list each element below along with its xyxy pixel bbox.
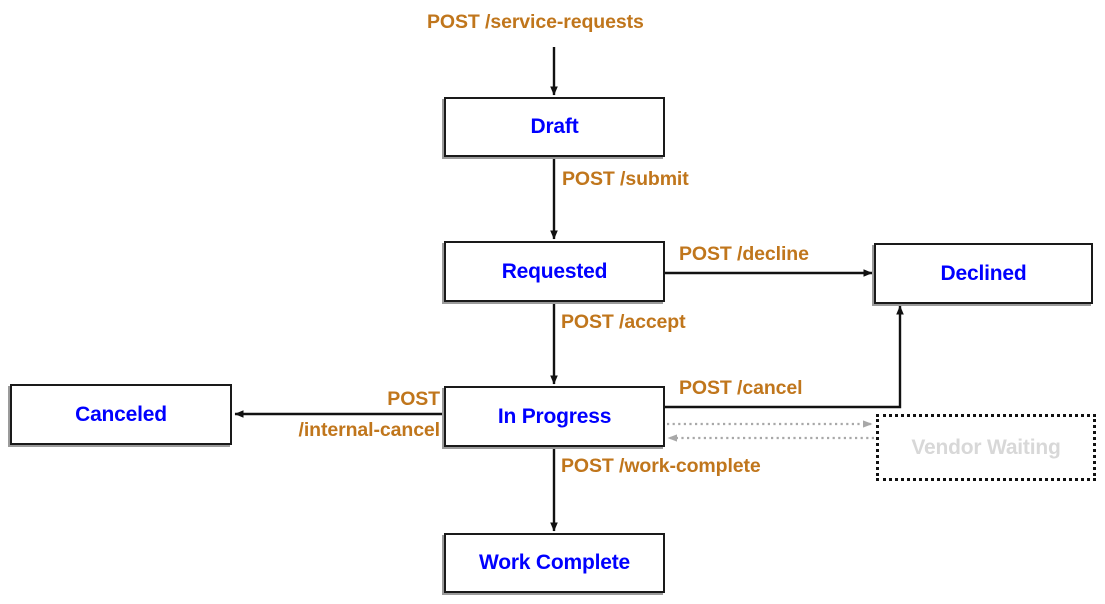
transition-label-cancel: POST /cancel [679,377,803,399]
transition-label-decline: POST /decline [679,243,809,265]
transition-label-internal-cancel-path: /internal-cancel [298,419,441,441]
state-label-declined: Declined [940,261,1027,285]
state-box-declined[interactable]: Declined [874,243,1093,304]
state-label-work-complete: Work Complete [478,551,631,574]
transition-label-internal-cancel-post: POST [387,388,440,410]
state-label-draft: Draft [530,115,579,138]
connector-cancel [665,305,904,409]
state-box-work-complete[interactable]: Work Complete [444,533,665,593]
state-box-vendor-waiting[interactable]: Vendor Waiting [876,414,1096,481]
state-box-canceled[interactable]: Canceled [10,384,232,445]
state-label-in-progress: In Progress [497,404,612,428]
state-label-requested: Requested [501,259,608,283]
state-label-canceled: Canceled [75,402,167,426]
state-label-vendor-waiting: Vendor Waiting [911,435,1061,459]
transition-label-submit: POST /submit [562,168,689,190]
state-box-requested[interactable]: Requested [444,241,665,302]
transition-label-accept: POST /accept [561,311,686,333]
state-box-draft[interactable]: Draft [444,97,665,157]
transition-label-work-complete: POST /work-complete [561,455,761,477]
state-box-in-progress[interactable]: In Progress [444,386,665,447]
transition-label-create: POST /service-requests [427,11,644,33]
